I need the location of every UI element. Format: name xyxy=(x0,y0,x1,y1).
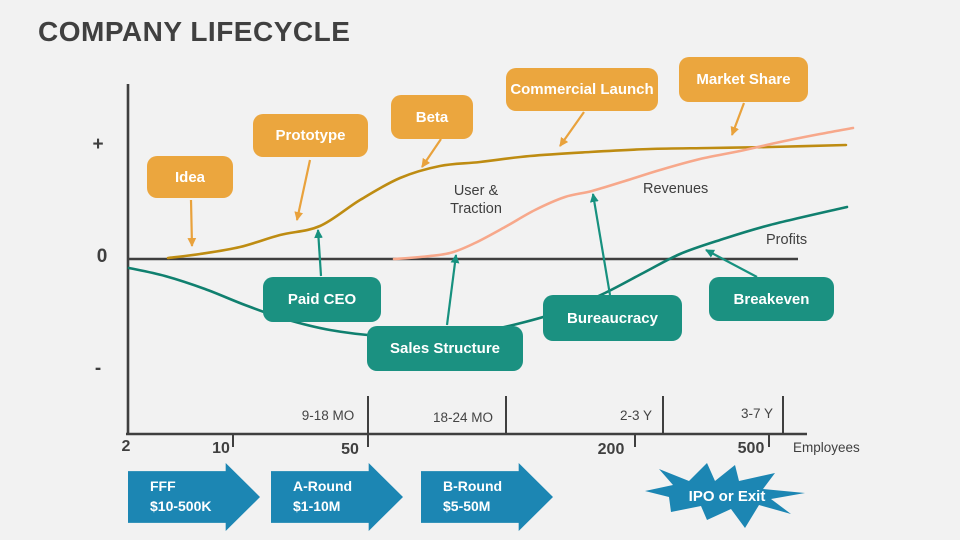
x-axis-title: Employees xyxy=(793,440,860,455)
callout-sales-structure: Sales Structure xyxy=(367,326,523,371)
time-range-18-24mo: 18-24 MO xyxy=(432,410,494,425)
ipo-exit-starburst: IPO or Exit xyxy=(643,461,811,531)
funding-b-round-name: B-Round xyxy=(443,478,503,494)
callout-paid-ceo: Paid CEO xyxy=(263,277,381,322)
funding-b-round-amount: $5-50M xyxy=(443,498,491,514)
callout-idea: Idea xyxy=(147,156,233,198)
curve-revenues xyxy=(392,126,855,261)
idea-arrow xyxy=(187,199,197,247)
time-range-9-18mo: 9-18 MO xyxy=(301,408,355,423)
y-axis-zero-label: 0 xyxy=(96,246,108,267)
funding-fff-amount: $10-500K xyxy=(150,498,212,514)
x-tick-label-50: 50 xyxy=(341,441,359,458)
x-tick-label-500: 500 xyxy=(737,440,765,457)
paidceo-arrow xyxy=(314,229,323,277)
bureaucracy-arrow xyxy=(589,193,612,296)
starburst-shape xyxy=(645,463,805,528)
time-range-3-7y: 3-7 Y xyxy=(740,406,774,421)
callout-beta: Beta xyxy=(391,95,473,139)
y-axis-plus-label: + xyxy=(92,134,104,155)
curve-label-user-traction: User & Traction xyxy=(450,182,502,218)
curve-label-revenues: Revenues xyxy=(643,181,709,197)
page-title: COMPANY LIFECYCLE xyxy=(38,16,351,47)
y-axis-minus-label: - xyxy=(94,358,102,379)
callout-prototype: Prototype xyxy=(253,114,368,157)
callout-breakeven: Breakeven xyxy=(709,277,834,321)
curve-label-user-traction-line2: Traction xyxy=(450,201,502,217)
x-tick-label-2: 2 xyxy=(121,438,131,455)
prototype-arrow xyxy=(294,159,312,221)
x-tick-label-200: 200 xyxy=(597,441,625,458)
callout-market-share: Market Share xyxy=(679,57,808,102)
breakeven-arrow xyxy=(705,249,758,278)
marketshare-arrow xyxy=(730,102,746,136)
commercial-arrow xyxy=(559,111,585,147)
x-tick-label-10: 10 xyxy=(212,440,230,457)
ipo-exit-label: IPO or Exit xyxy=(688,487,766,505)
curve-user-traction xyxy=(166,143,848,260)
callout-bureaucracy: Bureaucracy xyxy=(543,295,682,341)
funding-a-round-amount: $1-10M xyxy=(293,498,341,514)
sales-arrow xyxy=(445,254,460,326)
callout-commercial-launch: Commercial Launch xyxy=(506,68,658,111)
time-range-2-3y: 2-3 Y xyxy=(619,408,653,423)
curve-label-user-traction-line1: User & xyxy=(453,183,499,199)
beta-arrow xyxy=(421,138,442,168)
funding-a-round-name: A-Round xyxy=(293,478,353,494)
curve-label-profits: Profits xyxy=(766,232,808,248)
starburst-polygon xyxy=(645,463,805,528)
funding-fff-name: FFF xyxy=(150,478,176,494)
